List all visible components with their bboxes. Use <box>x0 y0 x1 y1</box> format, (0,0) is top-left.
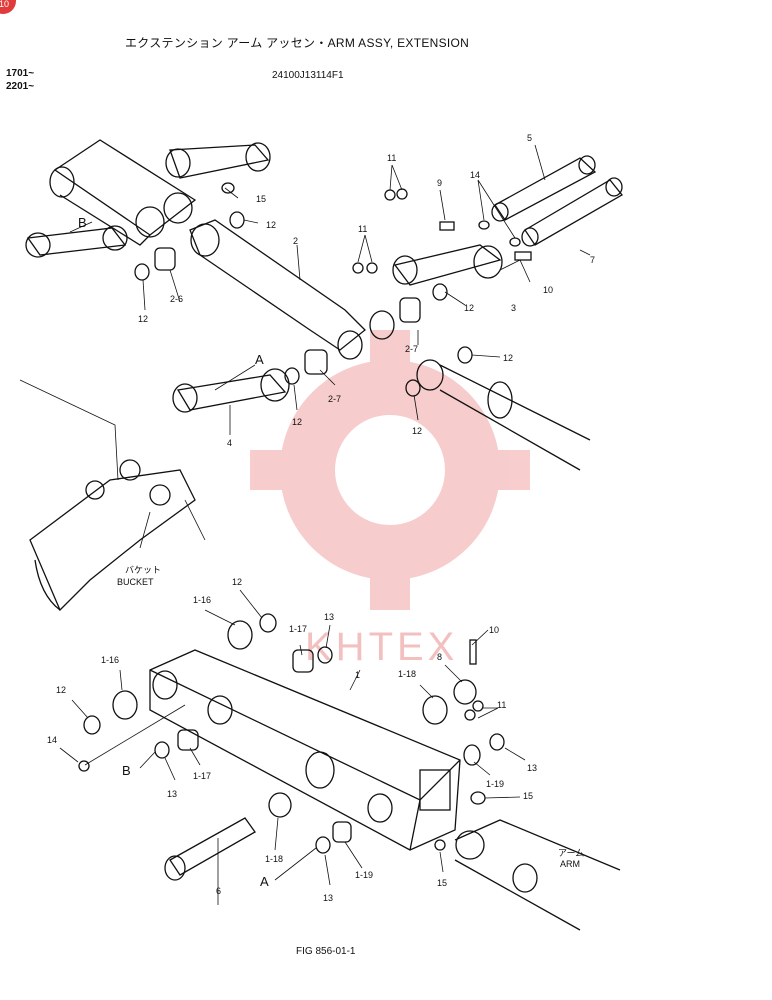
callout-13-c: 13 <box>167 789 177 799</box>
callout-5: 5 <box>527 133 532 143</box>
callout-12-g: 12 <box>232 577 242 587</box>
arm-label-jp: アーム <box>558 848 584 858</box>
callout-2-6: 2-6 <box>170 294 183 304</box>
ref-letter-a-low: A <box>260 874 269 889</box>
bucket <box>29 459 196 612</box>
callout-1-18-a: 1-18 <box>398 669 416 679</box>
bushings-and-washers <box>78 182 532 854</box>
callout-8: 8 <box>437 652 442 662</box>
diagram-title: エクステンション アーム アッセン・ARM ASSY, EXTENSION <box>125 36 470 50</box>
callout-11-lower: 11 <box>497 700 506 710</box>
leader-lines <box>59 144 591 905</box>
arm-label-en: ARM <box>560 859 580 869</box>
callout-1: 1 <box>355 670 360 680</box>
callout-12-h: 12 <box>56 685 66 695</box>
pin-7 <box>521 177 623 247</box>
callout-1-17-b: 1-17 <box>193 771 211 781</box>
callout-11-mid: 11 <box>358 224 367 234</box>
watermark-gear-logo <box>250 330 530 610</box>
ref-letter-b-top: B <box>78 215 87 230</box>
callout-14-upper: 14 <box>470 170 480 180</box>
link-4 <box>172 368 290 413</box>
callout-1-19-b: 1-19 <box>355 870 373 880</box>
callout-12-b: 12 <box>464 303 474 313</box>
callout-3: 3 <box>511 303 516 313</box>
upper-link-bracket <box>25 139 271 258</box>
arm-lower <box>454 819 621 931</box>
ref-letter-a-mid: A <box>255 352 264 367</box>
callout-15-upper: 15 <box>256 194 266 204</box>
callout-12-e: 12 <box>412 426 422 436</box>
callout-14-lower: 14 <box>47 735 57 745</box>
callout-6: 6 <box>216 886 221 896</box>
callout-1-16-b: 1-16 <box>101 655 119 665</box>
callout-1-18-b: 1-18 <box>265 854 283 864</box>
arm-cylinder-end <box>416 359 591 471</box>
bucket-label-en: BUCKET <box>117 577 154 587</box>
link-3 <box>392 244 503 286</box>
callout-2: 2 <box>293 236 298 246</box>
callout-12-c: 12 <box>503 353 513 363</box>
serial-range-2: 2201~ <box>6 81 35 92</box>
callout-10-upper: 10 <box>543 285 553 295</box>
extension-arm-body <box>149 649 461 851</box>
callout-1-17-a: 1-17 <box>289 624 307 634</box>
corner-badge-text: 10 <box>0 0 10 9</box>
callout-1-16-a: 1-16 <box>193 595 211 605</box>
callout-12-f: 12 <box>292 417 302 427</box>
callout-15-lower: 15 <box>437 878 447 888</box>
callout-2-7-a: 2-7 <box>405 344 418 354</box>
callout-12-a: 12 <box>266 220 276 230</box>
part-number: 24100J13114F1 <box>272 70 344 81</box>
reference-letters: B A B A <box>78 215 269 889</box>
callout-2-7-b: 2-7 <box>328 394 341 404</box>
callout-7: 7 <box>590 255 595 265</box>
serial-range-1: 1701~ <box>6 68 35 79</box>
link-2 <box>189 219 395 360</box>
callout-13-a: 13 <box>324 612 334 622</box>
callout-9: 9 <box>437 178 442 188</box>
pin-6 <box>164 817 256 881</box>
leader-bucket <box>19 379 119 481</box>
watermark-text: KHTEX <box>305 625 458 669</box>
callout-13-b: 13 <box>527 763 537 773</box>
callout-4: 4 <box>227 438 232 448</box>
callout-13-d: 13 <box>323 893 333 903</box>
bucket-label-jp: バケット <box>125 565 161 575</box>
callout-15-mid: 15 <box>523 791 533 801</box>
figure-label: FIG 856-01-1 <box>296 946 356 957</box>
callout-10-lower: 10 <box>489 625 499 635</box>
callout-11-upper: 11 <box>387 153 396 163</box>
ref-letter-b-low: B <box>122 763 131 778</box>
pin-5 <box>491 155 597 222</box>
callout-labels: 5 7 9 14 11 15 12 2 11 10 3 12 12 2-6 2-… <box>47 133 595 903</box>
callout-1-19-a: 1-19 <box>486 779 504 789</box>
callout-12-d: 12 <box>138 314 148 324</box>
